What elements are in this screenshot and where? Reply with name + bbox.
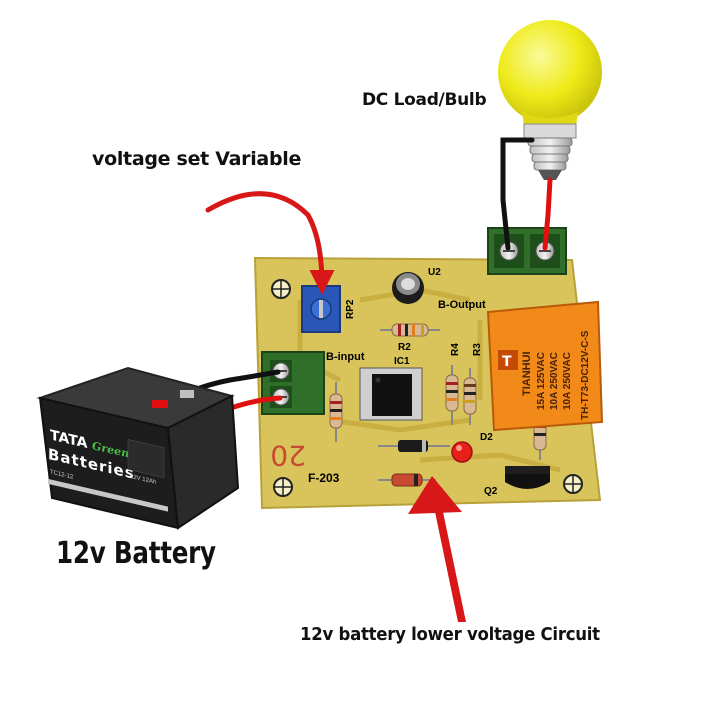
resistor-r3 — [463, 368, 477, 425]
resistor-r2 — [380, 323, 440, 337]
label-marker: 20 — [270, 439, 306, 472]
label-d2: D2 — [480, 432, 493, 443]
label-r2: R2 — [398, 342, 411, 353]
led-d2 — [451, 441, 473, 463]
label-rp2: RP2 — [345, 299, 356, 319]
relay-rating-1: 15A 125VAC — [536, 352, 547, 410]
label-dc-load-bulb: DC Load/Bulb — [362, 90, 487, 110]
label-lower-voltage-circuit: 12v battery lower voltage Circuit — [300, 624, 600, 645]
arrow-to-circuit — [408, 476, 466, 622]
mounting-hole — [273, 477, 293, 497]
label-u2: U2 — [428, 267, 441, 278]
battery-rating: 12V 12Ah — [130, 474, 156, 486]
battery-model: TC12-12 — [50, 469, 74, 480]
battery: TATA Green Batteries TC12-12 12V 12Ah — [36, 366, 240, 530]
resistor-r4 — [445, 365, 459, 425]
label-board-id: F-203 — [308, 471, 340, 485]
relay-model: TH-T73-DC12V-C-S — [580, 330, 591, 420]
ic-chip-ic1 — [359, 367, 423, 421]
svg-text:T: T — [502, 354, 512, 370]
label-q2: Q2 — [484, 486, 498, 497]
arrow-to-potentiometer — [205, 191, 335, 295]
resistor-r1 — [329, 382, 343, 442]
label-r4: R4 — [450, 343, 461, 356]
relay: T TIANHUI 15A 125VAC 10A 250VAC 10A 250V… — [486, 300, 604, 432]
mounting-hole — [271, 279, 291, 299]
label-b-input: B-input — [326, 351, 365, 363]
transistor-q2 — [505, 466, 550, 489]
potentiometer-rp2 — [301, 285, 341, 333]
label-ic1: IC1 — [394, 356, 410, 367]
bulb — [498, 20, 602, 180]
relay-brand: TIANHUI — [521, 351, 533, 396]
diode — [378, 440, 450, 452]
label-b-output: B-Output — [438, 299, 486, 311]
output-terminal-block — [487, 227, 567, 275]
label-voltage-set-variable: voltage set Variable — [92, 148, 302, 170]
label-12v-battery: 12v Battery — [56, 536, 216, 571]
mounting-hole — [563, 474, 583, 494]
relay-rating-2: 10A 250VAC — [549, 352, 560, 410]
relay-rating-3: 10A 250VAC — [562, 352, 573, 410]
capacitor-u2 — [392, 272, 424, 304]
label-r3: R3 — [472, 343, 483, 356]
input-terminal-block — [261, 351, 325, 415]
pcb-board: RP2 U2 B-Output R2 B-input IC1 R4 — [253, 227, 604, 510]
zener-diode — [378, 473, 436, 487]
wire-bulb-black — [500, 137, 535, 251]
wire-bulb-red — [542, 177, 553, 251]
